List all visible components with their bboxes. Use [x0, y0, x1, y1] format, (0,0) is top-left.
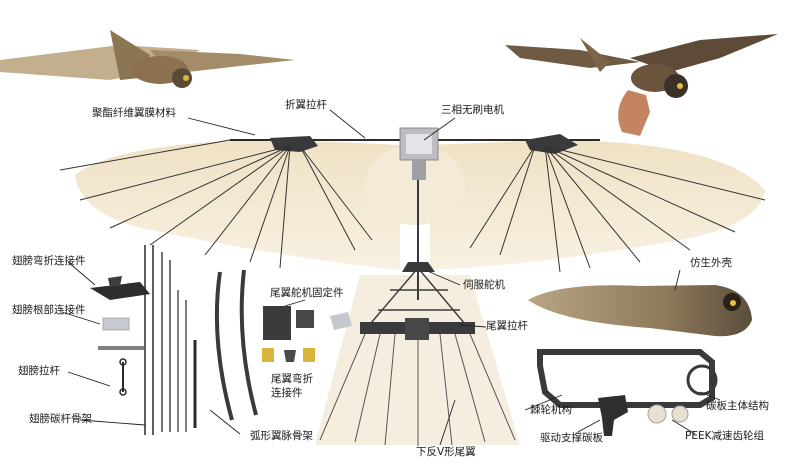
label-motor: 三相无刷电机 — [441, 104, 504, 116]
label-membrane: 聚酯纤维翼膜材料 — [92, 107, 176, 119]
label-servo: 伺服舵机 — [463, 279, 505, 291]
bionic-shell-part — [528, 285, 752, 337]
wing-root-joint-part — [98, 317, 144, 350]
main-frame-part — [537, 349, 718, 408]
tail-fold-joint-part — [262, 348, 315, 362]
wing-fold-joint-part — [90, 276, 150, 300]
arc-rib-parts — [214, 269, 258, 421]
leader-lines — [61, 109, 721, 446]
label-main-frame: 碳板主体结构 — [706, 400, 769, 412]
peek-gears-part — [647, 404, 689, 424]
label-tail-fold-joint-2: 连接件 — [271, 387, 303, 399]
label-wing-spar: 翅膀碳杆骨架 — [29, 413, 92, 425]
label-wing-rod: 翅膀拉杆 — [18, 365, 60, 377]
label-inverted-v-tail: 下反V形尾翼 — [416, 446, 476, 458]
label-wing-fold-joint: 翅膀弯折连接件 — [12, 255, 86, 267]
label-tail-servo-mount: 尾翼舵机固定件 — [270, 287, 344, 299]
label-drive-plate: 驱动支撑碳板 — [540, 432, 603, 444]
label-arc-rib: 弧形翼脉骨架 — [250, 430, 313, 442]
main-wing-structure — [59, 127, 766, 446]
label-gear-mechanism: 棘轮机构 — [530, 404, 572, 416]
label-bionic-shell: 仿生外壳 — [690, 257, 732, 269]
wing-rod-part — [119, 358, 127, 396]
label-tail-fold-joint-1: 尾翼弯折 — [271, 373, 313, 385]
label-fold-rod: 折翼拉杆 — [285, 99, 327, 111]
carbon-spar-rods — [144, 245, 197, 435]
label-wing-root-joint: 翅膀根部连接件 — [12, 304, 86, 316]
flying-bird-photo-left — [0, 30, 295, 88]
tail-servo-mount-part — [263, 306, 352, 340]
label-peek-gears: PEEK减速齿轮组 — [685, 430, 764, 442]
label-tail-rod: 尾翼拉杆 — [486, 320, 528, 332]
handheld-bird-photo — [505, 34, 778, 136]
drive-plate-part — [598, 395, 628, 436]
